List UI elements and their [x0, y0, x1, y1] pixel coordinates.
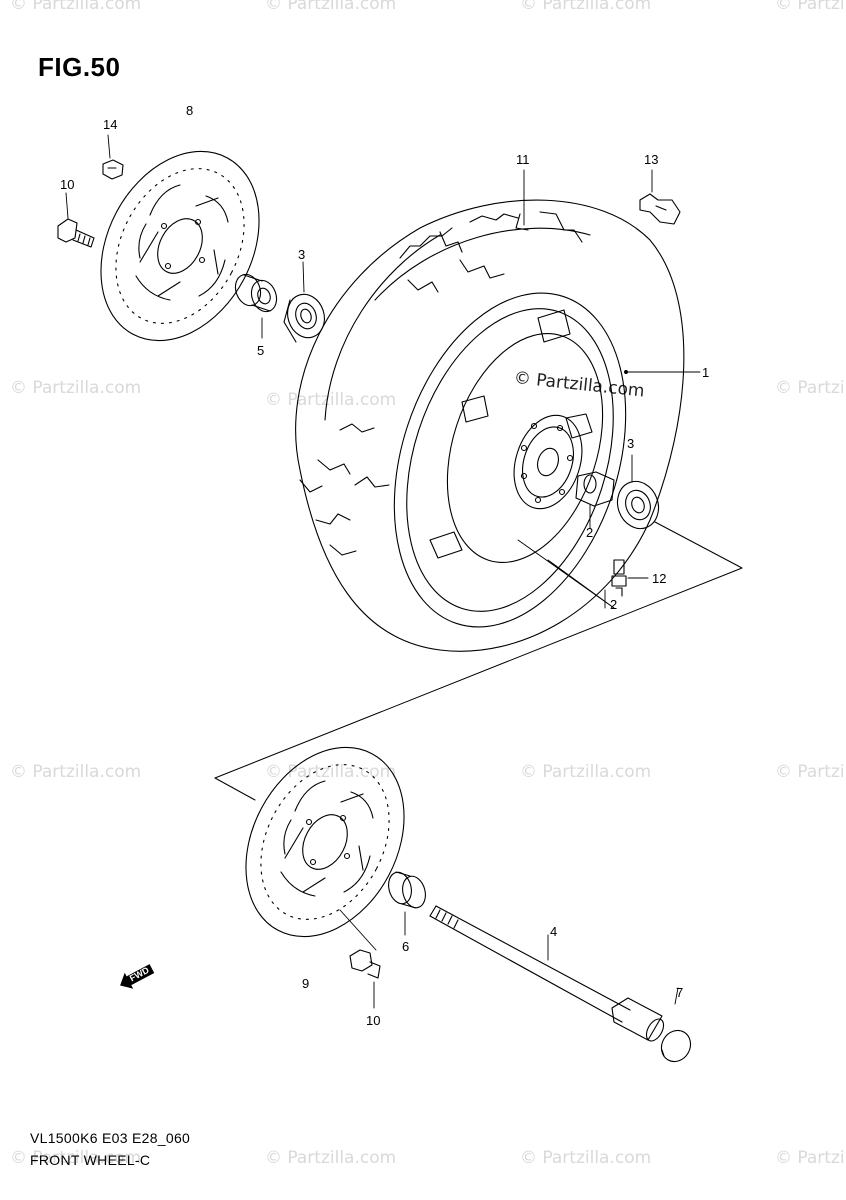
watermark: © Partzilla.com — [520, 0, 652, 14]
callout-1: 1 — [702, 365, 710, 380]
watermark: © Partzilla.com — [10, 378, 142, 398]
watermark: © Partzilla.com — [265, 762, 397, 782]
watermark: © Partzilla.com — [520, 1148, 652, 1168]
callout-10-upper: 10 — [60, 177, 75, 192]
callout-11: 11 — [516, 152, 530, 167]
diagram-name: FRONT WHEEL-C — [30, 1152, 151, 1168]
callout-13: 13 — [644, 152, 659, 167]
nut-14 — [103, 160, 123, 179]
callout-6: 6 — [402, 939, 410, 954]
watermark: © Partzilla.com — [775, 762, 846, 782]
separator-box — [215, 522, 742, 800]
bolt-10-upper — [58, 219, 94, 247]
bolt-10-lower — [350, 950, 380, 978]
leader-lines — [66, 135, 700, 1008]
watermark: © Partzilla.com — [775, 1148, 846, 1168]
bearing-3-upper — [282, 290, 330, 343]
collar-5 — [231, 271, 280, 315]
tire-and-wheel — [296, 200, 684, 657]
callout-2-valve: 2 — [610, 597, 618, 612]
callout-12: 12 — [652, 571, 667, 586]
callout-4: 4 — [550, 924, 558, 939]
watermark: © Partzilla.com — [265, 1148, 397, 1168]
axle-4 — [430, 906, 667, 1044]
watermark: © Partzilla.com — [265, 0, 397, 14]
callout-8: 8 — [186, 103, 194, 118]
callout-3-upper: 3 — [298, 247, 306, 262]
valve-12 — [612, 560, 626, 596]
diagram-code: VL1500K6 E03 E28_060 — [30, 1130, 191, 1146]
callout-9: 9 — [302, 976, 310, 991]
valve-cap-13 — [640, 194, 680, 224]
callout-10-lower: 10 — [366, 1013, 381, 1028]
watermark: © Partzilla.com — [265, 390, 397, 410]
watermark: © Partzilla.com — [520, 762, 652, 782]
watermark: © Partzilla.com — [10, 762, 142, 782]
watermark: © Partzilla.com — [10, 1148, 142, 1168]
forward-arrow-badge: FWD — [113, 958, 159, 996]
watermark: © Partzilla.com — [775, 0, 846, 14]
spacer-6 — [385, 870, 429, 911]
watermark: © Partzilla.com — [10, 0, 142, 14]
figure-title: FIG.50 — [38, 52, 121, 82]
callout-7: 7 — [676, 985, 684, 1000]
watermark: © Partzilla.com — [775, 378, 846, 398]
callout-3-right: 3 — [627, 436, 635, 451]
brake-disc-lower — [214, 720, 435, 964]
cap-7 — [656, 1025, 696, 1067]
callout-5: 5 — [257, 343, 265, 358]
brake-disc-upper — [69, 124, 290, 368]
bearing-3-right — [611, 476, 665, 535]
callout-2-spacer: 2 — [586, 525, 594, 540]
callout-14: 14 — [103, 117, 118, 132]
forward-arrow-icon — [120, 964, 155, 989]
